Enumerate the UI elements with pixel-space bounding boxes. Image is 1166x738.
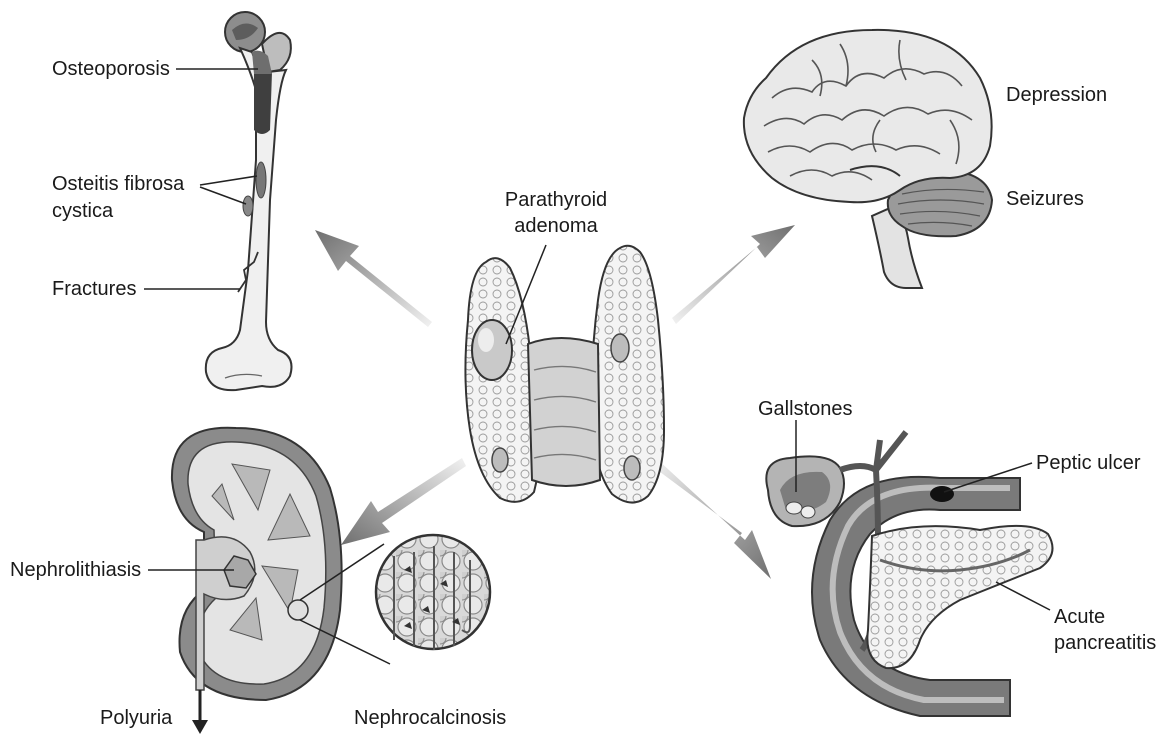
arrow-to-bone — [315, 230, 432, 327]
label-pancreatitis-line2: pancreatitis — [1054, 631, 1156, 655]
arrow-to-gi — [652, 459, 771, 579]
thyroid-gland-icon — [465, 246, 664, 503]
brain-icon — [744, 30, 992, 288]
stomach-pancreas-icon — [766, 432, 1052, 716]
label-nephrolithiasis: Nephrolithiasis — [10, 558, 141, 582]
label-osteitis-line2: cystica — [52, 199, 113, 223]
label-seizures: Seizures — [1006, 187, 1084, 211]
label-peptic-ulcer: Peptic ulcer — [1036, 451, 1141, 475]
kidney-icon — [172, 428, 342, 734]
label-parathyroid-line2: adenoma — [496, 214, 616, 238]
label-fractures: Fractures — [52, 277, 136, 301]
label-depression: Depression — [1006, 83, 1107, 107]
arrow-to-kidney — [341, 458, 466, 545]
label-gallstones: Gallstones — [758, 397, 853, 421]
nephron-magnified-icon — [376, 535, 490, 650]
label-osteoporosis: Osteoporosis — [52, 57, 170, 81]
label-pancreatitis-line1: Acute — [1054, 605, 1105, 629]
label-osteitis-line1: Osteitis fibrosa — [52, 172, 184, 196]
label-polyuria: Polyuria — [100, 706, 172, 730]
label-nephrocalcinosis: Nephrocalcinosis — [354, 706, 506, 730]
arrow-to-brain — [672, 225, 795, 324]
label-parathyroid-line1: Parathyroid — [496, 188, 616, 212]
